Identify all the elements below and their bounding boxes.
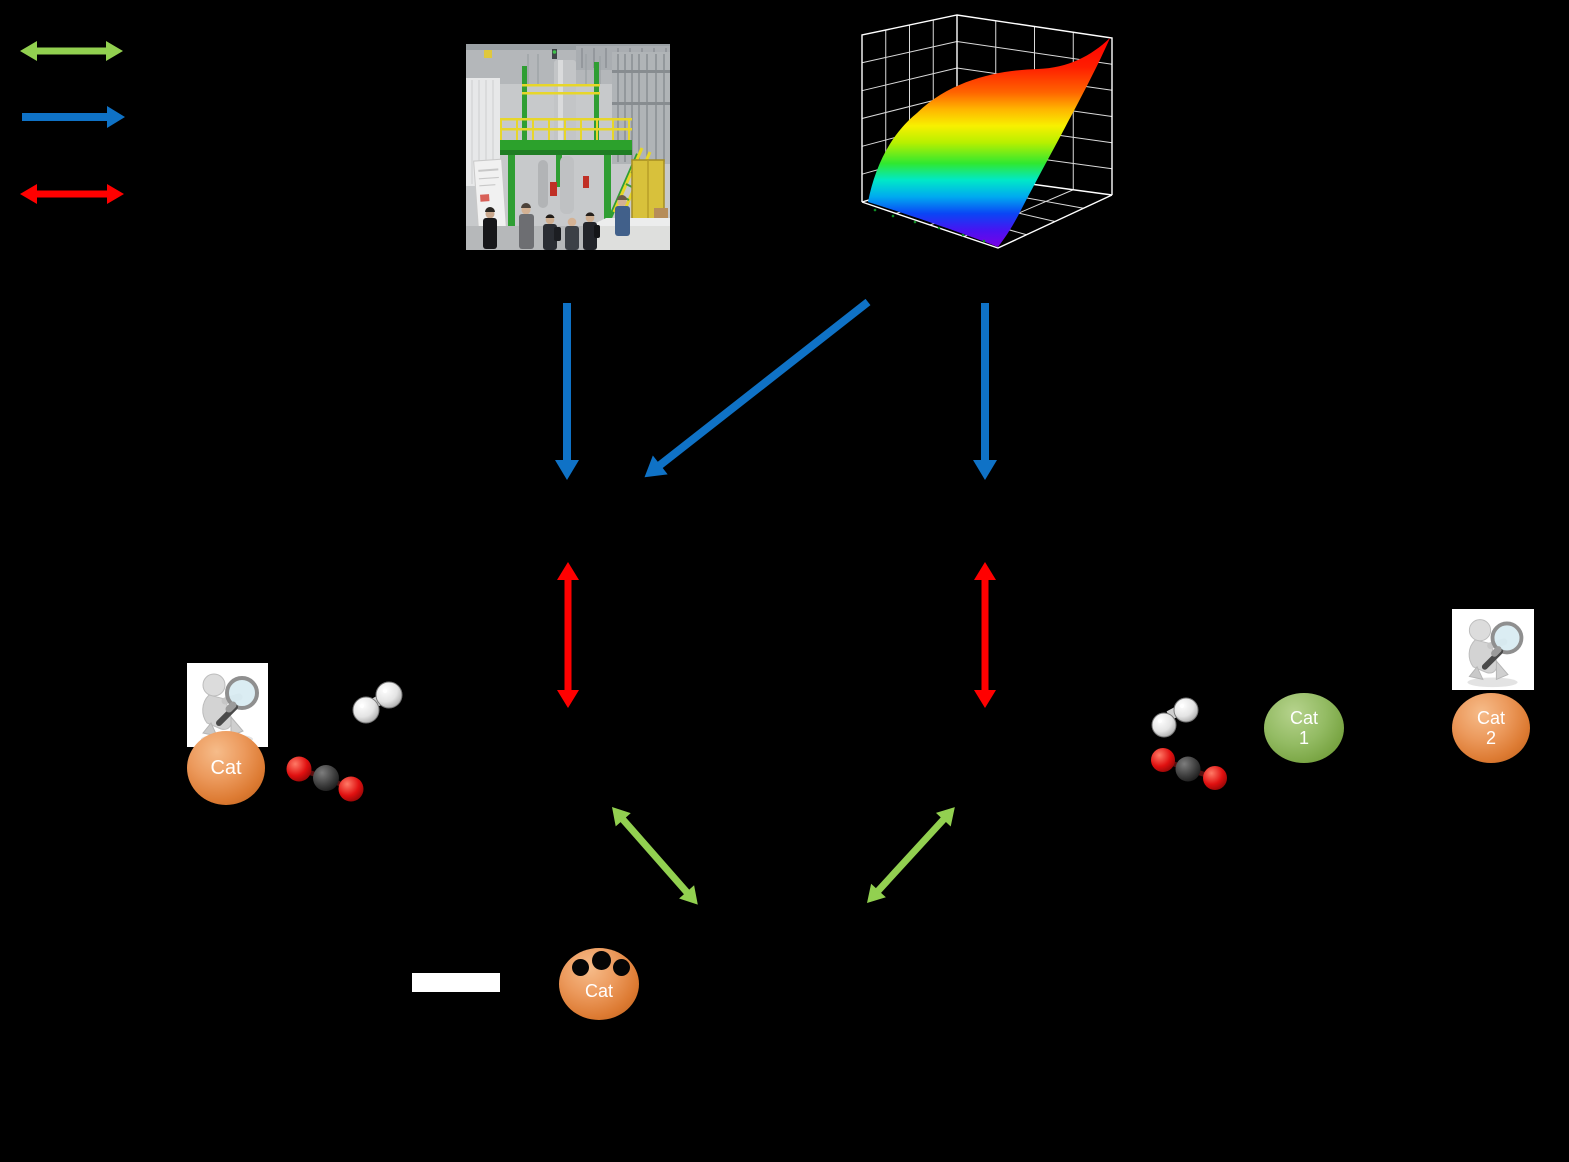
legend-red-double-arrow-icon	[20, 184, 124, 204]
cat-1-sphere: Cat 1	[1264, 693, 1344, 763]
cat-1-label-line2: 1	[1298, 728, 1309, 748]
cat-sphere-bottom-label: Cat	[584, 980, 613, 1001]
magnifier-figure-image-right	[1452, 609, 1534, 690]
h2-molecule-right	[1151, 697, 1199, 738]
blue-arrow-surface-to-left-model	[644, 298, 871, 478]
h2-molecule-left	[352, 681, 403, 724]
cat-2-label-line1: Cat	[1476, 707, 1505, 728]
green-tick-specks	[873, 208, 986, 243]
blue-arrow-plant-to-model	[555, 303, 579, 480]
adsorbed-atom-dot	[592, 951, 611, 970]
pilot-plant-photo	[466, 44, 670, 250]
red-double-arrow-right	[974, 562, 996, 708]
people-silhouettes	[483, 195, 630, 250]
legend	[20, 41, 125, 204]
green-double-arrow-left	[612, 807, 698, 905]
cat-2-label-line2: 2	[1485, 728, 1496, 748]
co2-molecule-right	[1151, 748, 1227, 790]
co2-molecule-left	[286, 756, 364, 802]
cat-2-sphere: Cat 2	[1452, 693, 1530, 763]
adsorbed-atom-dot	[613, 959, 630, 976]
adsorbed-atom-dot	[572, 959, 589, 976]
blue-arrow-surface-to-right-model	[973, 303, 997, 480]
red-double-arrow-left	[557, 562, 579, 708]
legend-blue-arrow-icon	[22, 106, 125, 128]
legend-green-double-arrow-icon	[20, 41, 123, 61]
white-box	[412, 973, 500, 992]
rainbow-3d-surface-plot	[853, 6, 1125, 258]
cat-sphere-bottom: Cat	[559, 948, 639, 1020]
cat-sphere-left-label: Cat	[210, 756, 242, 779]
cat-1-label-line1: Cat	[1289, 707, 1318, 728]
cat-sphere-left: Cat	[187, 731, 265, 805]
magnifier-figure-image-left	[187, 663, 268, 747]
surface-sheet	[868, 38, 1110, 247]
figure-with-magnifying-glass-icon	[1453, 609, 1533, 690]
green-double-arrow-right	[867, 807, 955, 903]
